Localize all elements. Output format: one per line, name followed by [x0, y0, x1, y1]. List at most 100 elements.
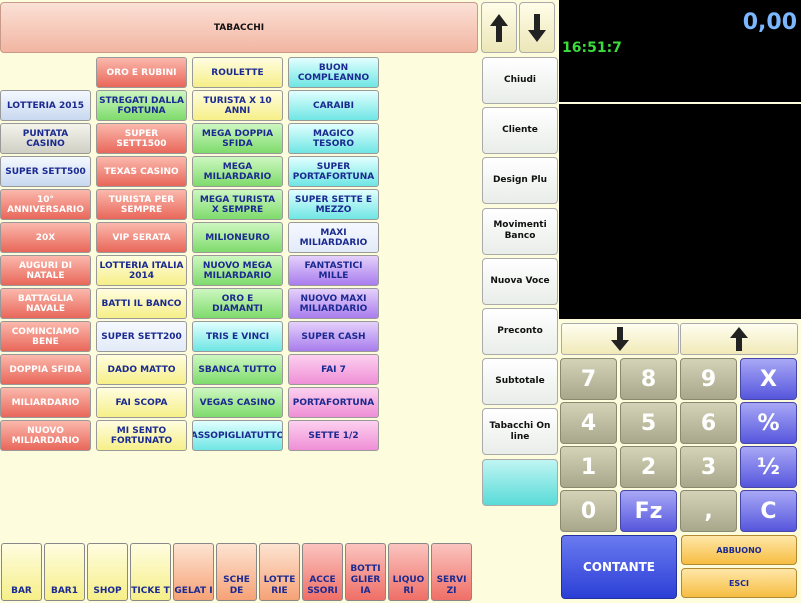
keypad-key[interactable]: 4	[560, 402, 617, 444]
product-button[interactable]: MILIONEURO	[192, 222, 283, 253]
arrow-down-icon	[611, 327, 629, 351]
abbuono-button[interactable]: ABBUONO	[681, 535, 797, 565]
category-tab[interactable]: BOTTI GLIER IA	[345, 543, 386, 601]
product-button[interactable]: MI SENTO FORTUNATO	[96, 420, 187, 451]
product-button[interactable]: SUPER CASH	[288, 321, 379, 352]
product-button[interactable]: TURISTA PER SEMPRE	[96, 189, 187, 220]
product-button[interactable]: SUPER SETT200	[96, 321, 187, 352]
side-button-preconto[interactable]: Preconto	[482, 308, 558, 355]
product-button[interactable]: NUOVO MAXI MILIARDARIO	[288, 288, 379, 319]
product-button[interactable]: BATTI IL BANCO	[96, 288, 187, 319]
category-tab[interactable]: BAR	[1, 543, 42, 601]
product-button[interactable]: ROULETTE	[192, 57, 283, 88]
arrow-down-icon	[528, 13, 546, 42]
esci-button[interactable]: ESCI	[681, 568, 797, 598]
keypad-key[interactable]: 5	[620, 402, 677, 444]
product-label: SUPER CASH	[301, 331, 366, 342]
side-button-tabacchi-on-line[interactable]: Tabacchi On line	[482, 408, 558, 456]
keypad-key[interactable]: ½	[740, 446, 797, 488]
product-button[interactable]: TURISTA X 10 ANNI	[192, 90, 283, 121]
side-button-nuova-voce[interactable]: Nuova Voce	[482, 257, 558, 305]
product-button[interactable]: STREGATI DALLA FORTUNA	[96, 90, 187, 121]
product-label: NUOVO MILIARDARIO	[11, 425, 80, 446]
keypad-key[interactable]: 9	[680, 358, 737, 400]
product-button[interactable]: FAI SCOPA	[96, 387, 187, 418]
product-button[interactable]: FAI 7	[288, 354, 379, 385]
product-button[interactable]: LOTTERIA ITALIA 2014	[96, 255, 187, 286]
product-button[interactable]: FANTASTICI MILLE	[288, 255, 379, 286]
side-button-design-plu[interactable]: Design Plu	[482, 157, 558, 205]
product-button[interactable]: MILIARDARIO	[0, 387, 91, 418]
keypad-key[interactable]: 1	[560, 446, 617, 488]
product-button[interactable]: ORO E DIAMANTI	[192, 288, 283, 319]
keypad-key[interactable]: 8	[620, 358, 677, 400]
keypad-key[interactable]: ,	[680, 490, 737, 532]
product-button[interactable]: SETTE 1/2	[288, 420, 379, 451]
product-button[interactable]: DOPPIA SFIDA	[0, 354, 91, 385]
side-button-cliente[interactable]: Cliente	[482, 107, 558, 155]
page-up-button[interactable]	[481, 2, 517, 53]
product-label: ROULETTE	[211, 67, 264, 78]
product-button[interactable]: DADO MATTO	[96, 354, 187, 385]
product-button[interactable]: PORTAFORTUNA	[288, 387, 379, 418]
product-button[interactable]: MEGA MILIARDARIO	[192, 156, 283, 187]
product-button[interactable]: 10° ANNIVERSARIO	[0, 189, 91, 220]
product-button[interactable]: AUGURI DI NATALE	[0, 255, 91, 286]
keypad-key[interactable]: 0	[560, 490, 617, 532]
product-button[interactable]: SUPER SETT500	[0, 156, 91, 187]
keypad-key[interactable]: 7	[560, 358, 617, 400]
product-button[interactable]: NUOVO MEGA MILIARDARIO	[192, 255, 283, 286]
product-button[interactable]: BUON COMPLEANNO	[288, 57, 379, 88]
category-tab[interactable]: LOTTE RIE	[259, 543, 300, 601]
product-button[interactable]: LOTTERIA 2015	[0, 90, 91, 121]
product-button[interactable]: VEGAS CASINO	[192, 387, 283, 418]
product-button[interactable]: TRIS E VINCI	[192, 321, 283, 352]
product-button[interactable]: CARAIBI	[288, 90, 379, 121]
product-button[interactable]: VIP SERATA	[96, 222, 187, 253]
side-button-movimenti-banco[interactable]: Movimenti Banco	[482, 207, 558, 255]
side-button-chiudi[interactable]: Chiudi	[482, 57, 558, 104]
side-button-empty[interactable]	[482, 458, 558, 506]
product-button[interactable]: PUNTATA CASINO	[0, 123, 91, 154]
category-tab[interactable]: LIQUO RI	[388, 543, 429, 601]
product-label: BUON COMPLEANNO	[297, 62, 370, 83]
category-tab[interactable]: BAR1	[44, 543, 85, 601]
category-tab[interactable]: ACCE SSORI	[302, 543, 343, 601]
keypad-key[interactable]: 6	[680, 402, 737, 444]
keypad-key[interactable]: 3	[680, 446, 737, 488]
product-button[interactable]: NUOVO MILIARDARIO	[0, 420, 91, 451]
keypad-key[interactable]: C	[740, 490, 797, 532]
page-down-button[interactable]	[519, 2, 555, 53]
product-button[interactable]: MEGA DOPPIA SFIDA	[192, 123, 283, 154]
keypad-key[interactable]: 2	[620, 446, 677, 488]
contante-button[interactable]: CONTANTE	[561, 535, 677, 599]
product-button[interactable]: SUPER SETT1500	[96, 123, 187, 154]
keypad-key[interactable]: Fz	[620, 490, 677, 532]
keypad-key[interactable]: %	[740, 402, 797, 444]
keypad-key[interactable]: X	[740, 358, 797, 400]
side-button-subtotale[interactable]: Subtotale	[482, 358, 558, 406]
category-tab[interactable]: SCHE DE	[216, 543, 257, 601]
side-button-label: Design Plu	[492, 175, 548, 186]
product-button[interactable]: SUPER PORTAFORTUNA	[288, 156, 379, 187]
side-button-label: Movimenti Banco	[493, 220, 547, 242]
product-label: FANTASTICI MILLE	[304, 260, 363, 281]
product-button[interactable]: MEGA TURISTA X SEMPRE	[192, 189, 283, 220]
category-tab[interactable]: SHOP	[87, 543, 128, 601]
category-tab[interactable]: TICKE T	[130, 543, 171, 601]
category-tab[interactable]: SERVI ZI	[431, 543, 472, 601]
category-tab[interactable]: GELAT I	[173, 543, 214, 601]
product-button[interactable]: ORO E RUBINI	[96, 57, 187, 88]
scroll-up-button[interactable]	[680, 323, 798, 355]
scroll-down-button[interactable]	[561, 323, 679, 355]
product-button[interactable]: SUPER SETTE E MEZZO	[288, 189, 379, 220]
product-button[interactable]: TEXAS CASINO	[96, 156, 187, 187]
product-button[interactable]: BATTAGLIA NAVALE	[0, 288, 91, 319]
product-button[interactable]: MAXI MILIARDARIO	[288, 222, 379, 253]
product-button[interactable]: ASSOPIGLIATUTTO	[192, 420, 283, 451]
product-button[interactable]: SBANCA TUTTO	[192, 354, 283, 385]
department-header-button[interactable]: TABACCHI	[0, 2, 478, 53]
product-button[interactable]: COMINCIAMO BENE	[0, 321, 91, 352]
product-button[interactable]: MAGICO TESORO	[288, 123, 379, 154]
product-button[interactable]: 20X	[0, 222, 91, 253]
